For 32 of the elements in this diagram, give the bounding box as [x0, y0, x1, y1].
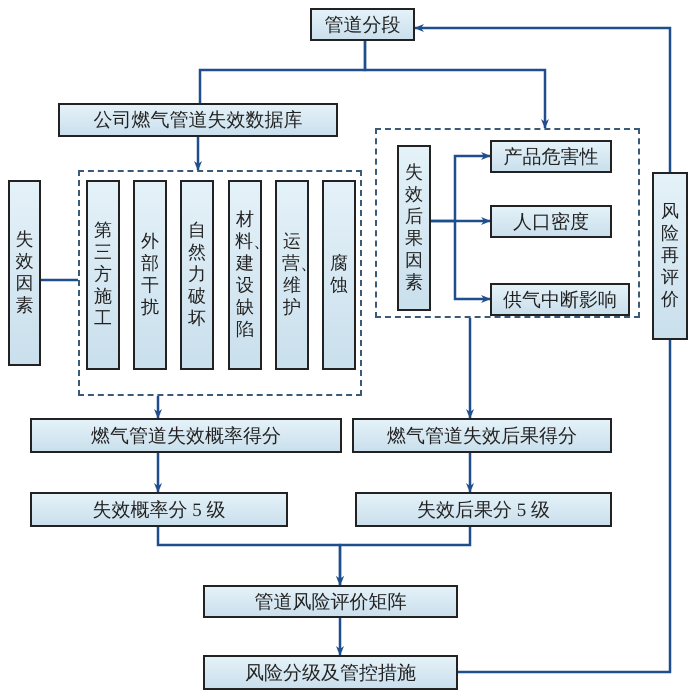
arrow [431, 220, 491, 303]
arrow [466, 453, 474, 493]
process-box: 管道风险评价矩阵 [203, 585, 458, 618]
vertical-box: 第三方施工 [86, 180, 120, 370]
arrow [154, 453, 162, 493]
process-box: 公司燃气管道失效数据库 [58, 103, 338, 137]
process-box: 失效概率分 5 级 [30, 492, 288, 527]
process-box: 供气中断影响 [490, 283, 630, 316]
vertical-box: 失效后果因素 [397, 145, 431, 311]
arrow [466, 318, 474, 419]
vertical-box: 自然力破坏 [180, 180, 214, 370]
arrow [154, 396, 162, 419]
process-box: 管道分段 [310, 8, 415, 41]
vertical-box: 运营、维护 [275, 180, 309, 370]
dashed-group-box [78, 170, 362, 396]
arrow [194, 137, 202, 171]
process-box: 失效后果分 5 级 [355, 492, 612, 527]
vertical-box: 失效因素 [8, 180, 41, 366]
vertical-box: 风险再评价 [652, 172, 688, 340]
process-box: 风险分级及管控措施 [203, 655, 458, 690]
process-box: 人口密度 [490, 205, 612, 238]
process-box: 燃气管道失效概率得分 [30, 418, 342, 453]
process-box: 燃气管道失效后果得分 [352, 418, 612, 453]
vertical-box: 腐蚀 [322, 180, 356, 370]
vertical-box: 材料、建设缺陷 [228, 180, 262, 370]
arrow [336, 527, 472, 586]
arrow [336, 618, 344, 656]
dashed-group-box [375, 128, 640, 318]
arrow [364, 41, 549, 129]
vertical-box: 外部干扰 [133, 180, 167, 370]
arrow [414, 24, 672, 172]
process-box: 产品危害性 [490, 140, 612, 173]
